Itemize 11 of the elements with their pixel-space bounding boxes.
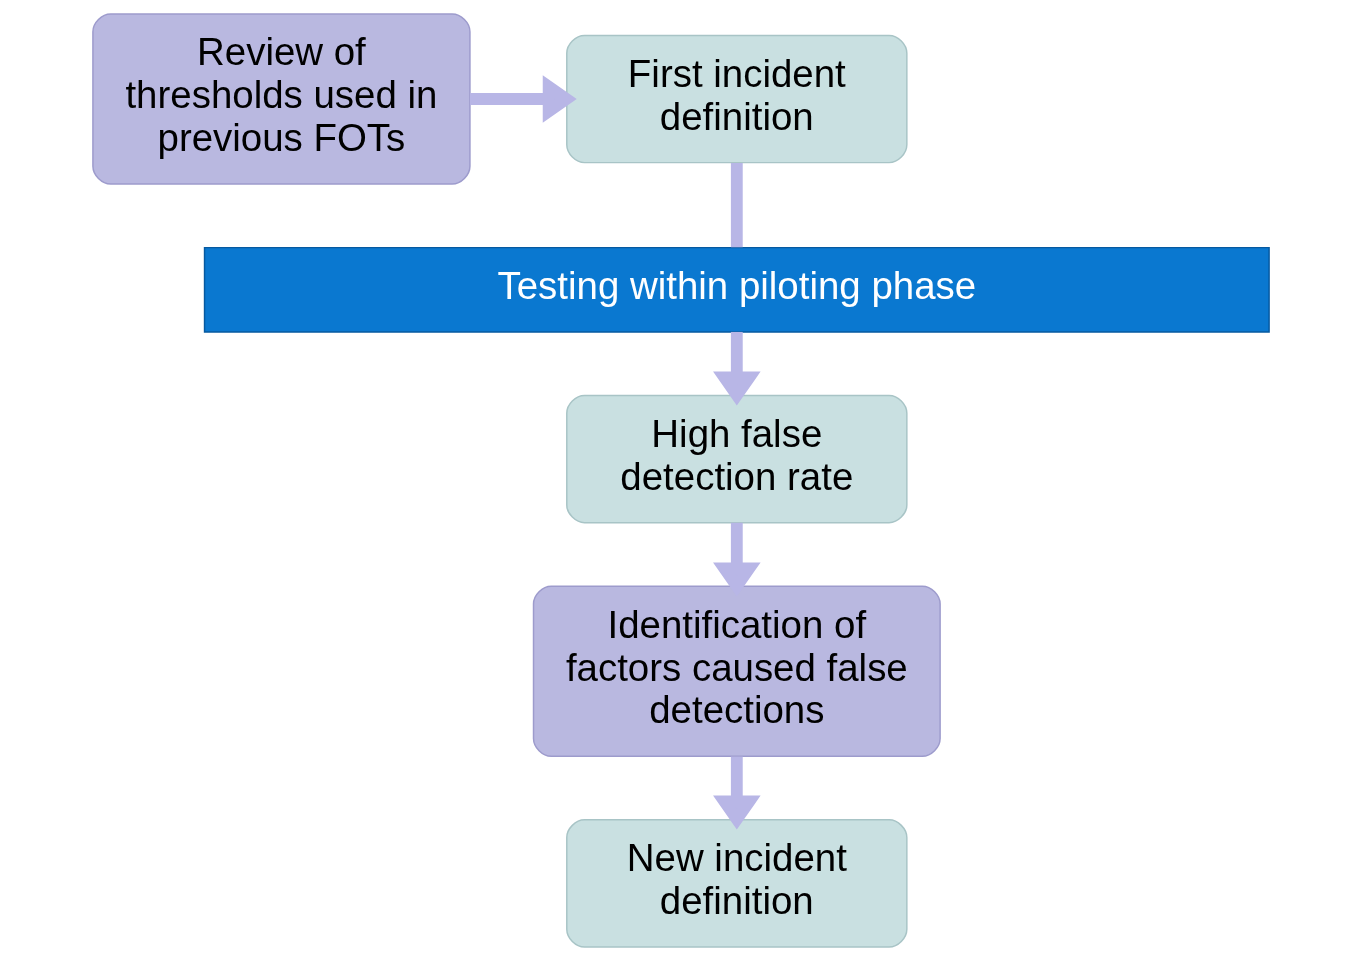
arrow — [712, 522, 761, 597]
node-box: Review of thresholds used in previous FOTs — [91, 13, 471, 185]
node-box: Testing within piloting phase — [203, 246, 1270, 333]
arrow — [712, 331, 761, 406]
node-box: Identification of factors caused false detections — [532, 585, 941, 757]
node-box: High false detection rate — [565, 394, 908, 524]
arrow — [712, 756, 761, 830]
node-box: New incident definition — [565, 819, 908, 948]
connector — [730, 163, 743, 248]
arrow — [469, 75, 577, 123]
node-box: First incident definition — [565, 34, 908, 164]
